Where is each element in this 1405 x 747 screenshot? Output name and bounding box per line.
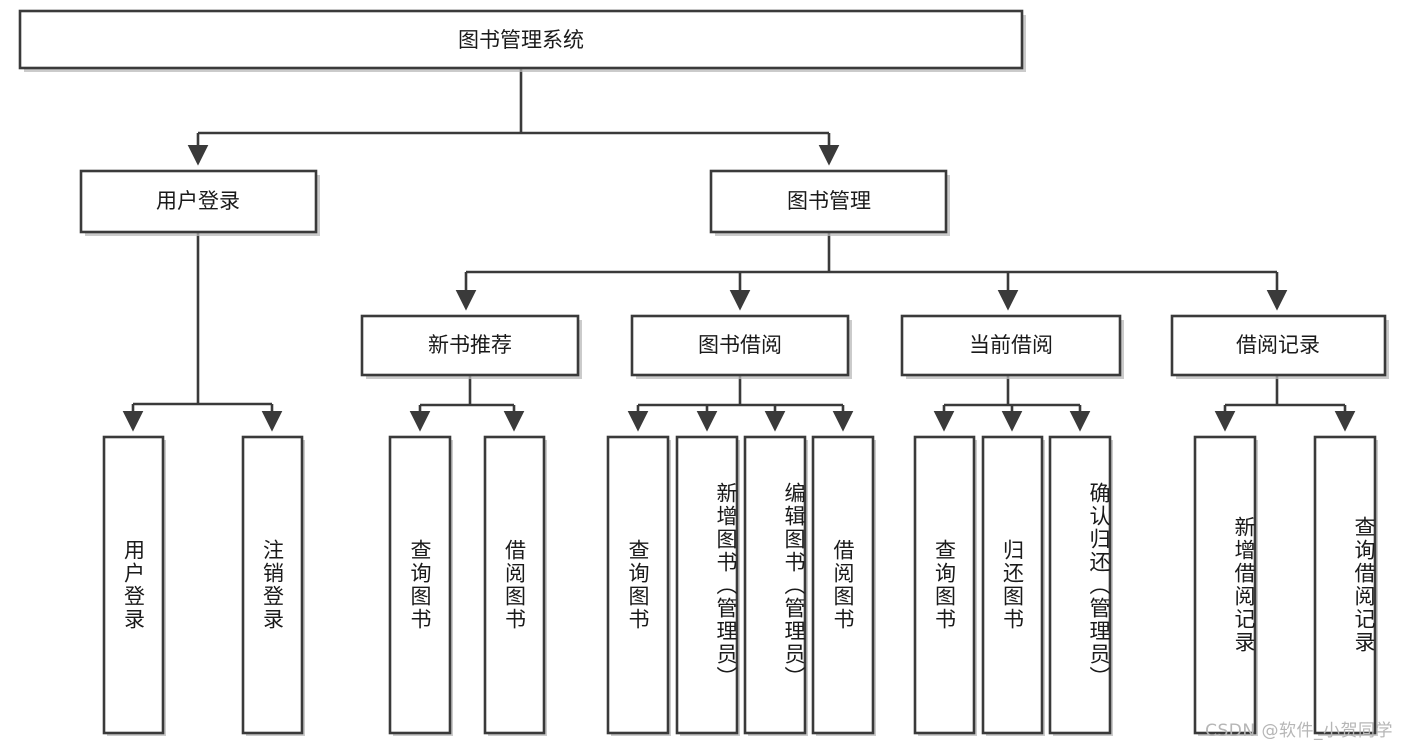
node-root-label: 图书管理系统 bbox=[458, 28, 584, 52]
connector-group-user-login bbox=[122, 232, 283, 432]
connector-group-root bbox=[187, 68, 840, 166]
node-new-book[interactable]: 新书推荐 bbox=[360, 314, 582, 379]
leaf-query-record[interactable] bbox=[1313, 435, 1378, 736]
leaf-logout[interactable] bbox=[241, 435, 305, 736]
leaf-add-record[interactable] bbox=[1193, 435, 1258, 736]
node-user-login[interactable]: 用户登录 bbox=[79, 169, 320, 236]
node-record[interactable]: 借阅记录 bbox=[1170, 314, 1389, 379]
node-user-login-label: 用户登录 bbox=[156, 189, 240, 213]
node-book-manage-label: 图书管理 bbox=[787, 189, 871, 213]
node-borrow[interactable]: 图书借阅 bbox=[630, 314, 852, 379]
leaf-add-book[interactable] bbox=[675, 435, 740, 736]
leaf-node-group bbox=[102, 435, 1378, 736]
leaf-borrow-book[interactable] bbox=[811, 435, 876, 736]
node-borrow-label: 图书借阅 bbox=[698, 333, 782, 357]
node-book-manage[interactable]: 图书管理 bbox=[709, 169, 950, 236]
node-record-label: 借阅记录 bbox=[1236, 333, 1320, 357]
leaf-edit-book[interactable] bbox=[743, 435, 808, 736]
connector-group-record bbox=[1214, 375, 1356, 432]
leaf-confirm-return[interactable] bbox=[1048, 435, 1113, 736]
connector-group-borrow bbox=[627, 375, 854, 432]
leaf-user-login[interactable] bbox=[102, 435, 166, 736]
leaf-query-book-new[interactable] bbox=[388, 435, 453, 736]
leaf-return-book[interactable] bbox=[981, 435, 1045, 736]
leaf-query-book[interactable] bbox=[606, 435, 671, 736]
leaf-query-book-cur[interactable] bbox=[913, 435, 977, 736]
connector-group-current bbox=[933, 375, 1091, 432]
watermark-text: CSDN @软件_小贺同学 bbox=[1205, 721, 1393, 741]
node-current[interactable]: 当前借阅 bbox=[900, 314, 1124, 379]
node-root[interactable]: 图书管理系统 bbox=[18, 9, 1026, 72]
connector-group-new-book bbox=[409, 375, 525, 432]
node-current-label: 当前借阅 bbox=[969, 333, 1053, 357]
leaf-borrow-book-new[interactable] bbox=[483, 435, 547, 736]
node-new-book-label: 新书推荐 bbox=[428, 333, 512, 357]
connector-group-book-manage bbox=[455, 232, 1288, 311]
